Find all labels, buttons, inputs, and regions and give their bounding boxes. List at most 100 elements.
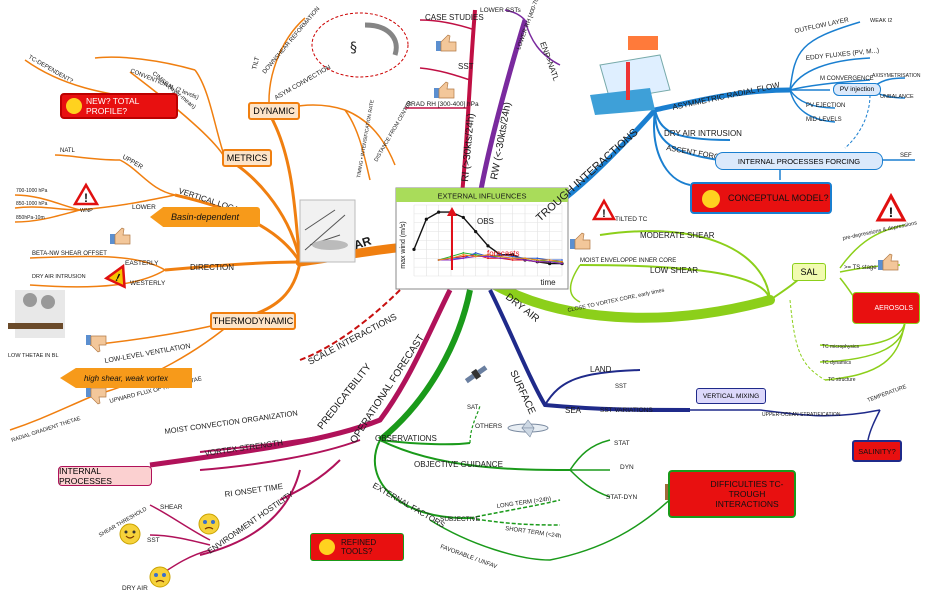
worried-face-icon xyxy=(198,513,220,535)
forecast-point xyxy=(462,257,465,260)
thumbs-up-icon xyxy=(434,81,455,99)
chart-xlabel: time xyxy=(540,278,556,287)
chart-header: EXTERNAL INFLUENCES xyxy=(438,192,527,201)
close-to-vortex-label: CLOSE TO VORTEX CORE, early times xyxy=(567,288,665,314)
thermodynamic-node[interactable]: THERMODYNAMIC xyxy=(210,312,296,330)
trough-interactions-label: TROUGH INTERACTIONS xyxy=(534,127,641,225)
dry-intrusion-dir-label: DRY AIR INTRUSION xyxy=(32,274,86,280)
aerosols-callout[interactable]: AEROSOLS xyxy=(852,292,920,324)
direction-label: DIRECTION xyxy=(190,263,234,272)
hpa-850-1000: 850-1000 hPa xyxy=(16,201,48,207)
forecast-point xyxy=(474,252,477,254)
obs-point xyxy=(424,217,428,221)
grad-rh-label: GRAD RH [300-400] hPa xyxy=(406,101,479,108)
operational-forecast-branch xyxy=(378,289,473,443)
env-sst-label: SST xyxy=(147,537,160,544)
forecast-point xyxy=(462,253,465,256)
vortex-strength-label: VORTEX STRENGTH xyxy=(204,438,284,458)
new-total-profile-callout[interactable]: NEW? TOTAL PROFILE? xyxy=(60,93,178,119)
forecast-point xyxy=(536,260,539,263)
forecast-point xyxy=(499,255,502,258)
thumbs-up-icon xyxy=(570,232,591,250)
westerly-label: WESTERLY xyxy=(130,280,166,287)
short-term-label: SHORT TERM (<24h xyxy=(505,526,562,540)
forecast-point xyxy=(437,259,440,261)
obs-point xyxy=(474,230,478,234)
chart-series xyxy=(412,210,564,266)
forecast-point xyxy=(462,252,465,254)
wnp-label: WNP xyxy=(80,208,93,214)
chart-header-bg xyxy=(396,188,568,202)
stat-dyn-label: STAT-DYN xyxy=(606,494,637,501)
surface-label: SURFACE xyxy=(507,369,537,417)
forecast-point xyxy=(474,253,477,256)
sst-label: SST xyxy=(458,62,474,71)
env-shear-label: SHEAR xyxy=(160,504,183,511)
dry-air-branch xyxy=(490,280,775,323)
conceptual-model-callout[interactable]: CONCEPTUAL MODEL? xyxy=(690,182,832,214)
beta-offset-label: BETA-NW SHEAR OFFSET xyxy=(32,251,107,257)
forecast-point xyxy=(548,259,551,261)
refined-tools-callout[interactable]: REFINED TOOLS? xyxy=(310,533,404,561)
tc-dependent-label: TC-DEPENDENT? xyxy=(27,55,74,86)
weak-vortex-callout: high shear, weak vortex xyxy=(60,368,192,388)
sat-label: SAT xyxy=(467,405,479,411)
difficulties-callout[interactable]: DIFFICULTIES TC-TROUGH INTERACTIONS xyxy=(668,470,796,518)
scale-interactions-label: SCALE INTERACTIONS xyxy=(306,311,398,366)
vertical-mixing-node[interactable]: VERTICAL MIXING xyxy=(696,388,766,404)
dry-air-intrusion-label: DRY AIR INTRUSION xyxy=(664,129,742,138)
airplane-icon xyxy=(507,419,549,438)
mid-levels-label: MID-LEVELS xyxy=(806,117,842,123)
forecast-point xyxy=(524,257,526,260)
direction-line xyxy=(164,260,301,272)
forecast-point xyxy=(511,259,514,261)
case-studies-label: CASE STUDIES xyxy=(425,13,484,22)
smiley-face-icon xyxy=(119,523,141,545)
thumbs-down-icon xyxy=(86,387,107,405)
hurricane-drawing-image: § xyxy=(311,12,409,78)
forecasts-label: forecasts xyxy=(487,249,519,258)
outflow-layer-label: OUTFLOW LAYER xyxy=(794,17,850,35)
internal-processes-forcing-node[interactable]: INTERNAL PROCESSES FORCING xyxy=(715,152,883,170)
subjective-label: SUBJECTIVE xyxy=(440,516,481,523)
internal-processes-node[interactable]: INTERNAL PROCESSES xyxy=(58,466,152,486)
obs-point xyxy=(437,210,441,214)
lightbulb-icon xyxy=(702,190,720,208)
refined-tools-label: REFINED TOOLS? xyxy=(341,538,377,556)
distance-label: DISTANCE FROM CENTER xyxy=(374,100,414,163)
moist-convection-label: MOIST CONVECTION ORGANIZATION xyxy=(164,408,298,436)
pv-ejection-label: PV EJECTION xyxy=(806,103,845,109)
forecast-point xyxy=(561,262,563,265)
salinity-callout[interactable]: SALINITY? xyxy=(852,440,902,462)
thumbs-up-icon xyxy=(110,227,131,245)
pre-depressions-label: pre-depressions & depressions xyxy=(842,220,918,242)
observations-label: OBSERVATIONS xyxy=(375,434,437,443)
low-shear-label: LOW SHEAR xyxy=(650,266,698,275)
tc-structure-label: TC structure xyxy=(828,377,856,383)
pv-injection-node[interactable]: PV injection xyxy=(833,83,881,96)
forecast-point xyxy=(499,257,502,260)
thumbs-down-icon xyxy=(86,335,107,353)
obs-label: OBS xyxy=(477,217,494,226)
scale-interactions-line xyxy=(299,289,401,361)
sef-label: SEF xyxy=(900,153,912,159)
asymmetric-flow-label: ASYMMETRIC RADIAL FLOW xyxy=(672,80,781,112)
sea-label: SEA xyxy=(565,406,582,415)
sal-node[interactable]: SAL xyxy=(792,263,826,281)
svg-text:!: ! xyxy=(84,191,88,205)
eddy-fluxes-label: EDDY FLUXES (PV, M...) xyxy=(805,47,879,62)
forecast-point xyxy=(499,253,502,256)
tc-dynamics-label: TC dynamics xyxy=(822,360,852,366)
thumbs-up-icon xyxy=(436,34,457,52)
warning-icon: ! xyxy=(72,182,100,206)
operational-forecast-label: OPERATIONAL FORECAST xyxy=(348,333,427,446)
obs-point xyxy=(461,215,465,220)
radial-gradient-label: RADIAL GRADIENT THETAE xyxy=(11,416,82,444)
basin-dependent-callout: Basin-dependent xyxy=(150,207,260,227)
forecast-point xyxy=(474,255,477,258)
ri-onset-label: RI ONSET TIME xyxy=(224,482,284,499)
ri-branch xyxy=(460,9,477,196)
metrics-node[interactable]: METRICS xyxy=(222,149,272,167)
dynamic-node[interactable]: DYNAMIC xyxy=(248,102,300,120)
